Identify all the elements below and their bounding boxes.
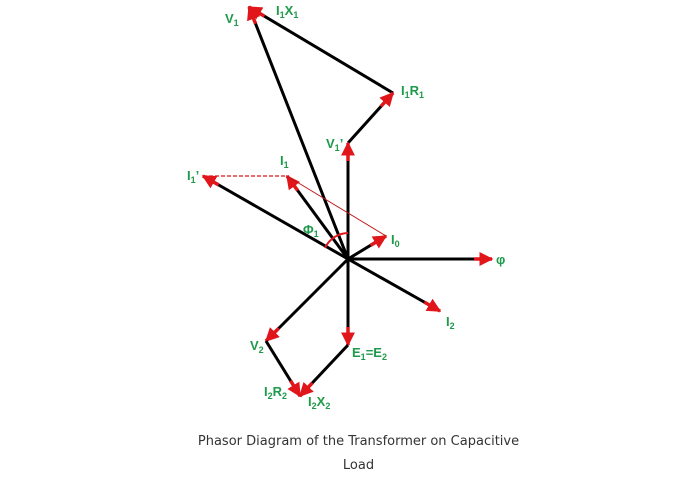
vector-i1-prime	[202, 174, 349, 261]
vector-i1-prime-arrowhead	[201, 174, 220, 189]
vector-i2r2-arrowhead	[287, 379, 302, 398]
label-phi1: Φ1	[303, 222, 319, 239]
caption-line-1: Phasor Diagram of the Transformer on Cap…	[197, 434, 520, 449]
vector-i1-arrowhead	[285, 174, 301, 192]
label-i2: I2	[446, 314, 455, 331]
label-i1r1: I1R1	[401, 83, 424, 100]
vector-i2x2-arrowhead	[298, 381, 314, 398]
label-i1: I1	[280, 153, 289, 170]
caption-line-2: Load	[342, 458, 375, 473]
vector-i1r1-arrowhead	[379, 91, 395, 108]
phi1-angle-arc	[324, 232, 349, 249]
vector-v2-arrowhead	[264, 327, 280, 343]
label-i1x1: I1X1	[276, 3, 298, 20]
label-i2x2: I2X2	[308, 394, 330, 411]
label-flux-phi: φ	[496, 252, 505, 267]
vector-v1	[247, 6, 350, 260]
label-i2r2: I2R2	[264, 384, 287, 401]
label-v2: V2	[250, 338, 264, 355]
label-e1-e2: E1=E2	[352, 345, 387, 362]
vector-i1x1-arrowhead	[247, 5, 266, 20]
i0-parallelogram-line	[286, 175, 387, 237]
vector-i0-arrowhead	[369, 234, 388, 249]
label-v1: V1	[225, 11, 239, 28]
label-i0: I0	[391, 232, 400, 249]
vector-i1x1	[248, 5, 394, 95]
figure-caption: Phasor Diagram of the Transformer on Cap…	[0, 430, 697, 477]
vector-i2-arrowhead	[423, 298, 442, 313]
label-i1-prime: I1’	[187, 168, 199, 185]
label-v1-prime: V1’	[326, 136, 343, 153]
